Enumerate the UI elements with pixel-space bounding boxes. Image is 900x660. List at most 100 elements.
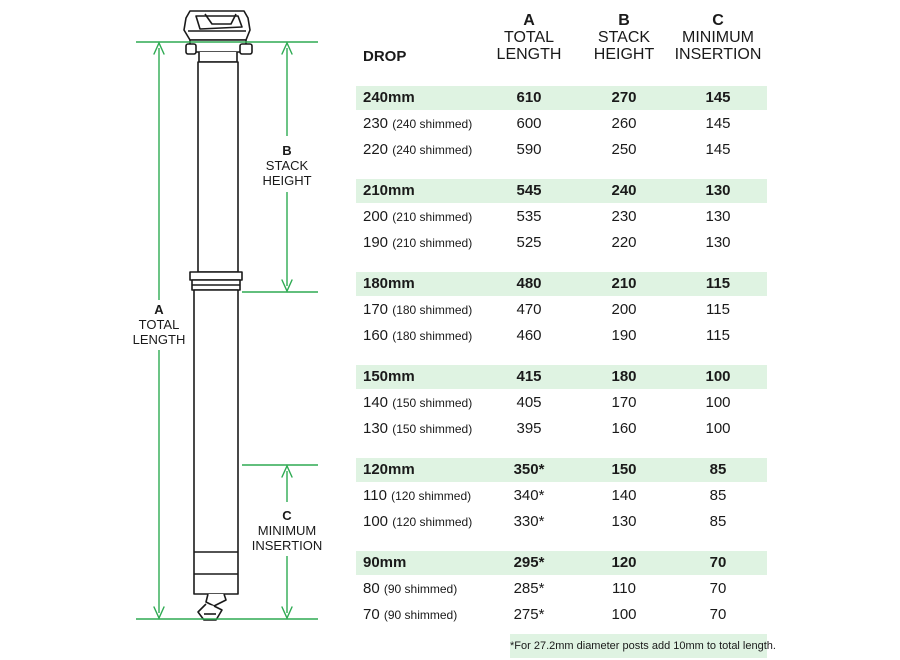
- total-length-cell: 330*: [513, 513, 545, 530]
- drop-cell: 140 (150 shimmed): [363, 394, 473, 411]
- min-insertion-cell: 85: [709, 461, 727, 478]
- table-row: 230 (240 shimmed) 600 260 145: [356, 112, 767, 136]
- drop-cell: 130 (150 shimmed): [363, 420, 473, 437]
- total-length-cell: 285*: [513, 580, 545, 597]
- shim-note: (90 shimmed): [383, 608, 458, 622]
- dimension-a-arrow: [153, 41, 165, 620]
- min-insertion-cell: 130: [705, 234, 731, 251]
- total-length-cell: 470: [516, 301, 542, 318]
- shim-note: (210 shimmed): [392, 236, 473, 250]
- table-row: 210mm 545 240 130: [356, 179, 767, 203]
- label-b-letter: B: [282, 143, 292, 158]
- table-row: 140 (150 shimmed) 405 170 100: [356, 391, 767, 415]
- footnote: *For 27.2mm diameter posts add 10mm to t…: [510, 634, 776, 658]
- min-insertion-cell: 145: [705, 141, 731, 158]
- min-insertion-cell: 70: [709, 554, 727, 571]
- label-b-stack-height: B STACK HEIGHT: [247, 143, 327, 188]
- min-insertion-cell: 130: [705, 208, 731, 225]
- table-row: 110 (120 shimmed) 340* 140 85: [356, 484, 767, 508]
- min-insertion-cell: 100: [705, 368, 731, 385]
- min-insertion-cell: 70: [709, 606, 727, 623]
- total-length-cell: 350*: [513, 461, 545, 478]
- table-row: 100 (120 shimmed) 330* 130 85: [356, 510, 767, 534]
- stack-height-cell: 140: [611, 487, 637, 504]
- stack-height-cell: 240: [611, 182, 637, 199]
- total-length-cell: 545: [516, 182, 542, 199]
- table-row: 220 (240 shimmed) 590 250 145: [356, 138, 767, 162]
- min-insertion-cell: 70: [709, 580, 727, 597]
- table-row: 240mm 610 270 145: [356, 86, 767, 110]
- header-c-line2: INSERTION: [674, 46, 762, 63]
- drop-cell: 150mm: [363, 368, 415, 385]
- table-row: 70 (90 shimmed) 275* 100 70: [356, 603, 767, 627]
- min-insertion-cell: 145: [705, 115, 731, 132]
- total-length-cell: 460: [516, 327, 542, 344]
- drop-cell: 80 (90 shimmed): [363, 580, 458, 597]
- label-b-line2: HEIGHT: [262, 173, 312, 188]
- drop-cell: 190 (210 shimmed): [363, 234, 473, 251]
- stack-height-cell: 110: [612, 580, 636, 597]
- min-insertion-cell: 115: [705, 275, 731, 292]
- stack-height-cell: 180: [611, 368, 637, 385]
- table-row: 160 (180 shimmed) 460 190 115: [356, 324, 767, 348]
- saddle-clamp: [183, 10, 253, 63]
- min-insertion-cell: 85: [709, 513, 727, 530]
- label-b-line1: STACK: [265, 158, 309, 173]
- drop-cell: 230 (240 shimmed): [363, 115, 473, 132]
- stack-height-cell: 220: [611, 234, 637, 251]
- label-c-line2: INSERTION: [251, 538, 323, 553]
- shim-note: (240 shimmed): [392, 143, 473, 157]
- stack-height-cell: 160: [611, 420, 637, 437]
- min-insertion-cell: 85: [709, 487, 727, 504]
- header-a-letter: A: [523, 12, 535, 29]
- label-a-line2: LENGTH: [132, 332, 186, 347]
- drop-cell: 220 (240 shimmed): [363, 141, 473, 158]
- stack-height-cell: 270: [611, 89, 637, 106]
- stack-height-cell: 120: [611, 554, 637, 571]
- table-row: 190 (210 shimmed) 525 220 130: [356, 231, 767, 255]
- table-row: 180mm 480 210 115: [356, 272, 767, 296]
- shim-note: (210 shimmed): [392, 210, 473, 224]
- table-row: 130 (150 shimmed) 395 160 100: [356, 417, 767, 441]
- dimension-b-arrow: [281, 41, 293, 293]
- stack-height-cell: 190: [611, 327, 637, 344]
- drop-cell: 240mm: [363, 89, 415, 106]
- total-length-cell: 415: [516, 368, 542, 385]
- stack-height-cell: 150: [611, 461, 637, 478]
- stack-height-cell: 130: [611, 513, 637, 530]
- stack-height-cell: 230: [611, 208, 637, 225]
- upper-tube: [197, 61, 239, 273]
- cable-actuator: [197, 593, 227, 621]
- drop-cell: 170 (180 shimmed): [363, 301, 473, 318]
- stack-height-cell: 100: [611, 606, 637, 623]
- total-length-cell: 405: [516, 394, 542, 411]
- total-length-cell: 610: [516, 89, 542, 106]
- table-row: 120mm 350* 150 85: [356, 458, 767, 482]
- drop-cell: 160 (180 shimmed): [363, 327, 473, 344]
- seatpost-diagram: [136, 10, 318, 621]
- table-row: 90mm 295* 120 70: [356, 551, 767, 575]
- header-a-total-length: A TOTAL LENGTH: [479, 12, 579, 63]
- header-b-stack-height: B STACK HEIGHT: [574, 12, 674, 63]
- seatpost-illustration: [183, 10, 253, 621]
- drop-cell: 120mm: [363, 461, 415, 478]
- total-length-cell: 600: [516, 115, 542, 132]
- header-drop: DROP: [363, 48, 407, 65]
- drop-cell: 70 (90 shimmed): [363, 606, 458, 623]
- header-a-line2: LENGTH: [496, 46, 562, 63]
- header-b-line1: STACK: [597, 29, 651, 46]
- min-insertion-cell: 100: [705, 394, 731, 411]
- shim-note: (150 shimmed): [392, 422, 473, 436]
- stack-height-cell: 200: [611, 301, 637, 318]
- collar: [189, 271, 243, 291]
- total-length-cell: 480: [516, 275, 542, 292]
- shim-note: (120 shimmed): [392, 515, 473, 529]
- shim-note: (180 shimmed): [392, 329, 473, 343]
- min-insertion-cell: 145: [705, 89, 731, 106]
- stack-height-cell: 250: [611, 141, 637, 158]
- label-c-line1: MINIMUM: [257, 523, 317, 538]
- header-c-minimum-insertion: C MINIMUM INSERTION: [663, 12, 773, 63]
- header-b-line2: HEIGHT: [593, 46, 655, 63]
- stack-height-cell: 210: [611, 275, 637, 292]
- shim-note: (120 shimmed): [391, 489, 472, 503]
